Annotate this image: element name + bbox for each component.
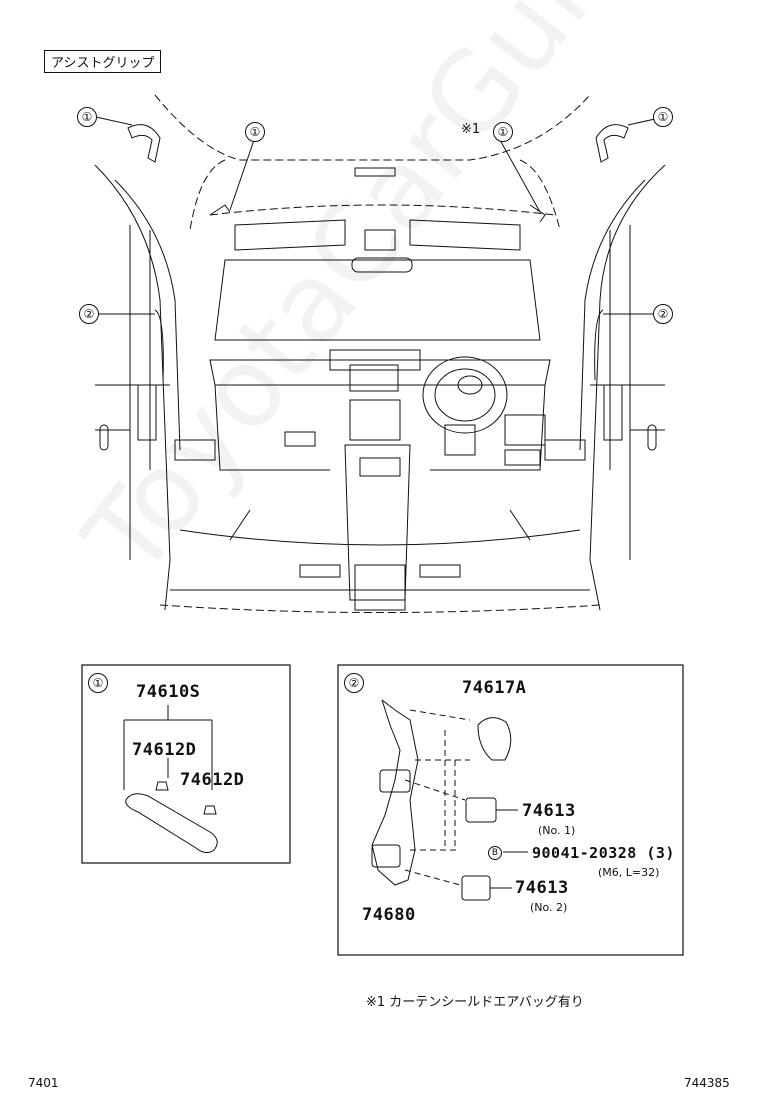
part-74613-no2: 74613 [515, 878, 569, 898]
part-74610s: 74610S [136, 682, 201, 702]
footer-figure-number: 744385 [684, 1076, 730, 1090]
part-74612d-b: 74612D [180, 770, 245, 790]
part-74613-no1: 74613 [522, 801, 576, 821]
part-90041-20328-note: (M6, L=32) [598, 866, 660, 879]
part-74612d-a: 74612D [132, 740, 197, 760]
panel-2-label: ② [344, 673, 364, 693]
callout-1-center-left: ① [245, 122, 265, 142]
part-74680: 74680 [362, 905, 416, 925]
callout-1-right: ① [653, 107, 673, 127]
footer-page-code: 7401 [28, 1076, 59, 1090]
callout-1-center-right: ① [493, 122, 513, 142]
part-74617a: 74617A [462, 678, 527, 698]
part-74613-no2-note: (No. 2) [530, 901, 568, 914]
part-74613-no1-note: (No. 1) [538, 824, 576, 837]
callout-2-right: ② [653, 304, 673, 324]
airbag-mark: ※1 [461, 122, 481, 137]
bolt-mark-b: B [488, 846, 502, 860]
airbag-footnote: ※1 カーテンシールドエアバッグ有り [366, 995, 584, 1010]
callout-2-left: ② [79, 304, 99, 324]
panel-1-label: ① [88, 673, 108, 693]
callout-1-left: ① [77, 107, 97, 127]
part-90041-20328: 90041-20328 (3) [532, 844, 675, 862]
section-title: アシストグリップ [44, 50, 162, 73]
